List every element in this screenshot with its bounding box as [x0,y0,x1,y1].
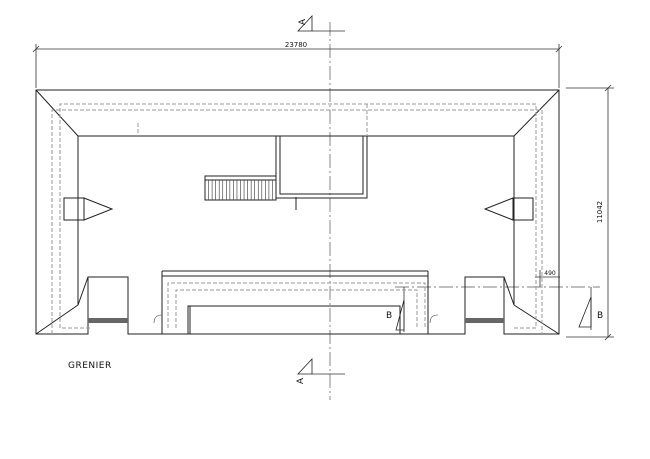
section-mark-a-top: A [297,14,345,32]
outer-walls [35,89,560,335]
offset-dimension-label: 490 [544,270,556,277]
door-swings [153,314,439,324]
right-chimney [483,197,534,221]
section-mark-a-bottom-label: A [296,377,306,384]
gutter-right [465,318,504,323]
section-mark-a-bottom: A [296,357,345,384]
depth-dimension-label: 11042 [596,201,604,223]
section-mark-b-right-label: B [597,311,603,321]
central-dormer [161,270,429,335]
insulation-lines [51,103,543,334]
drawing-title: GRENIER [68,361,112,371]
left-chimney [63,197,114,221]
stair-opening [275,136,368,210]
staircase [204,175,277,201]
offset-dimension: 490 [535,270,560,287]
section-mark-b-left-label: B [386,311,392,321]
depth-dimension: 11042 [566,84,614,341]
section-mark-b-left: B [386,287,405,332]
width-dimension-label: 23780 [285,41,307,49]
section-mark-a-top-label: A [298,18,308,25]
width-dimension: 23780 [32,41,563,88]
section-mark-b-right: B [578,287,603,330]
gutter-left [88,318,128,323]
